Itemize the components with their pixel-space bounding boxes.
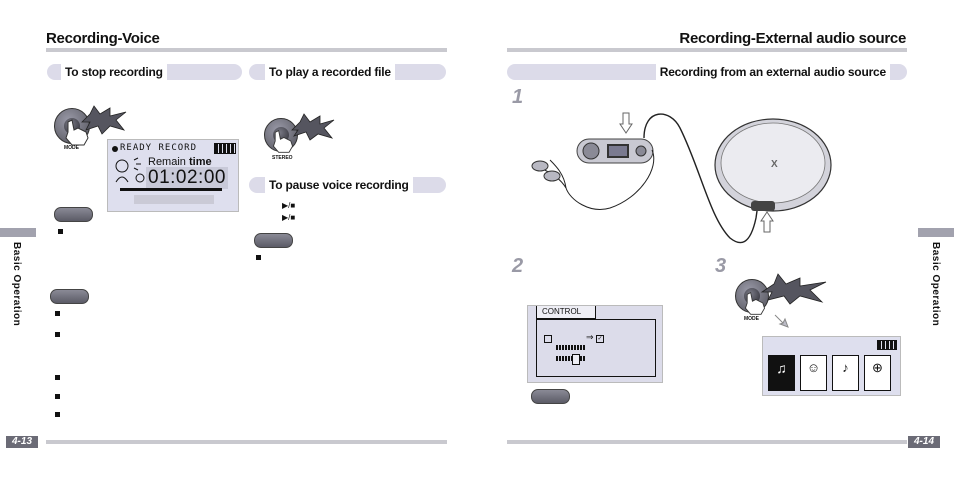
note-tag <box>254 233 293 248</box>
section-stop-heading: To stop recording <box>61 64 167 80</box>
step-3-number: 3 <box>715 255 727 277</box>
left-page-number: 4-13 <box>6 436 39 448</box>
cd-player-illustration: X <box>714 118 832 212</box>
recording-lcd: READY RECORD Remain time 01:02:00 <box>107 139 239 212</box>
note-tag <box>531 389 570 404</box>
up-arrow-icon <box>760 211 774 233</box>
checkbox-checked-icon: ✓ <box>596 335 604 343</box>
control-lcd: CONTROL ⇒ ✓ <box>527 305 663 383</box>
bullet-marker <box>55 311 60 316</box>
left-sidebar-label: Basic Operation <box>11 242 22 327</box>
speaking-person-icon <box>115 157 145 183</box>
remaining-time: 01:02:00 <box>146 167 228 189</box>
note-tag <box>54 207 93 222</box>
control-frame <box>536 319 656 377</box>
press-burst-icon <box>291 113 335 141</box>
left-title-rule <box>46 48 447 52</box>
earphones-icon <box>531 160 561 182</box>
mode-label: MODE <box>744 316 759 322</box>
record-dot-icon <box>112 146 118 152</box>
mode-label: MODE <box>64 145 79 151</box>
left-page-title: Recording-Voice <box>46 30 160 47</box>
line-in-menu-icon: ⊕ <box>864 355 891 391</box>
diagonal-arrow-icon <box>774 314 789 328</box>
bullet-marker <box>55 375 60 380</box>
checkbox-unchecked-icon <box>544 335 552 343</box>
level-slider-2 <box>556 356 586 361</box>
control-lcd-title: CONTROL <box>542 307 582 316</box>
voice-menu-icon: ☺ <box>800 355 827 391</box>
left-sidebar-tab: Basic Operation <box>0 228 36 406</box>
music-menu-icon: ♫ <box>768 355 795 391</box>
section-pause-heading: To pause voice recording <box>265 177 413 193</box>
pointing-hand-icon <box>272 129 294 153</box>
note-tag <box>50 289 89 304</box>
slider-knob <box>572 354 580 365</box>
arrow-right-icon: ⇒ <box>586 332 594 342</box>
control-tab <box>536 306 596 319</box>
mp3-player-illustration <box>576 138 654 164</box>
battery-icon <box>214 143 236 154</box>
press-burst-icon <box>81 105 127 135</box>
menu-lcd: ♫ ☺ ♪ ⊕ <box>762 336 901 396</box>
pointing-hand-icon <box>65 119 89 146</box>
step-2-number: 2 <box>512 255 524 277</box>
battery-icon <box>877 340 897 350</box>
right-page-number: 4-14 <box>908 436 941 448</box>
level-slider-1 <box>556 345 586 350</box>
progress-gray-bar <box>134 195 214 204</box>
remain-word: Remain <box>148 156 186 168</box>
fm-menu-icon: ♪ <box>832 355 859 391</box>
progress-track <box>120 188 222 191</box>
bullet-marker <box>58 229 63 234</box>
bullet-marker <box>55 332 60 337</box>
right-footer-rule <box>507 440 907 444</box>
play-stop-glyph-1: ▶/■ <box>282 201 296 210</box>
right-page-title: Recording-External audio source <box>679 30 906 47</box>
stereo-label: STEREO <box>272 155 293 161</box>
lcd-status-text: READY RECORD <box>120 143 198 153</box>
right-sidebar-label: Basic Operation <box>930 242 941 327</box>
section-play-heading: To play a recorded file <box>265 64 395 80</box>
left-footer-rule <box>46 440 447 444</box>
bullet-marker <box>55 394 60 399</box>
press-burst-icon <box>760 273 827 305</box>
bullet-marker <box>55 412 60 417</box>
time-word: time <box>188 156 212 168</box>
section-external-heading: Recording from an external audio source <box>655 64 890 80</box>
step-1-number: 1 <box>512 86 524 108</box>
right-title-rule <box>507 48 907 52</box>
play-stop-glyph-2: ▶/■ <box>282 213 296 222</box>
svg-text:X: X <box>771 159 778 170</box>
remain-label: Remain time <box>148 156 212 168</box>
bullet-marker <box>256 255 261 260</box>
pointing-hand-icon <box>744 291 766 315</box>
right-sidebar-tab: Basic Operation <box>918 228 954 406</box>
down-arrow-icon <box>619 112 633 134</box>
